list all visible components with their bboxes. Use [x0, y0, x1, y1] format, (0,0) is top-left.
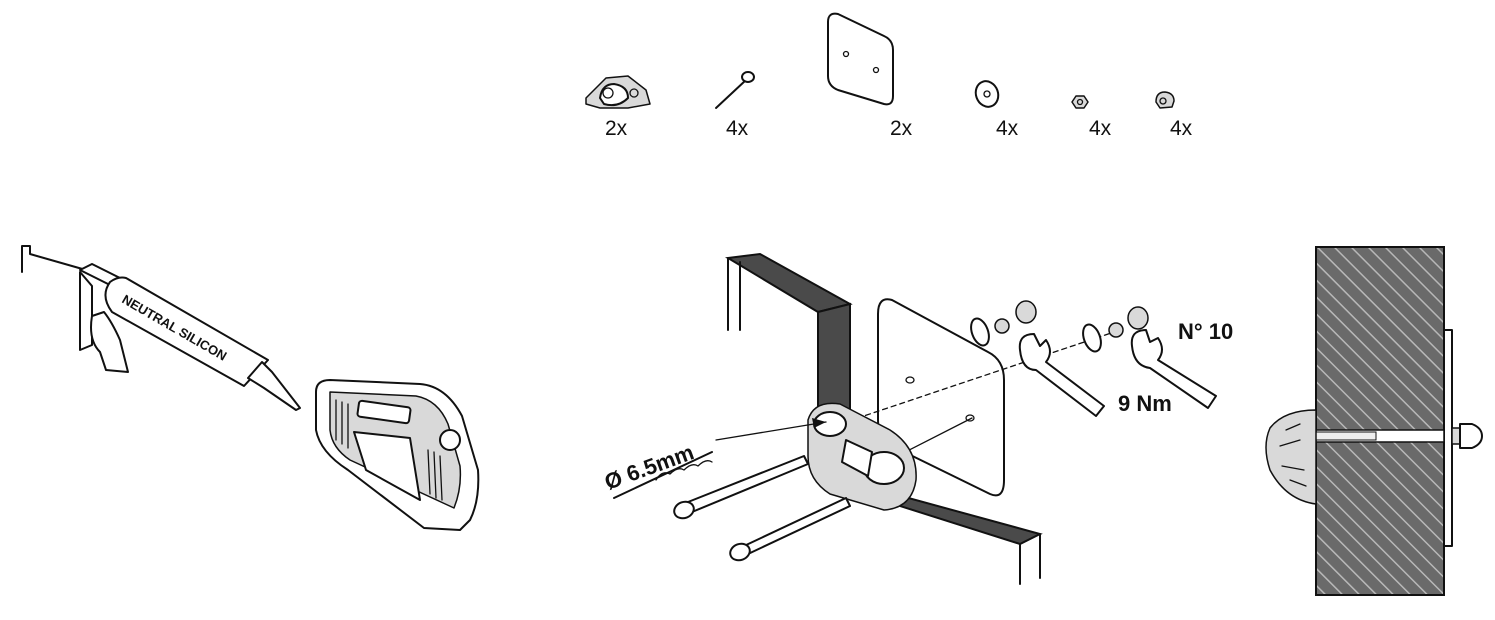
bracket-icon	[585, 75, 651, 109]
parts-list: 2x 4x 2x 4x 4x 4x	[585, 12, 1193, 140]
nut-icon	[1071, 95, 1089, 109]
wrench-icon	[1018, 329, 1217, 417]
cap-nut-icon	[1155, 91, 1175, 109]
bracket-section	[1265, 409, 1317, 505]
washer-icon	[974, 80, 1000, 108]
bolt-quantity: 4x	[726, 117, 749, 140]
fastener-stack	[970, 300, 1149, 353]
step-cross-section	[1265, 246, 1483, 596]
bolt-icon	[715, 71, 755, 109]
backing-plate-large	[877, 298, 1005, 497]
backing-plate-icon	[827, 12, 894, 106]
panel-cross-section	[1315, 246, 1445, 596]
drill-bit-icon	[613, 418, 827, 499]
bracket-with-silicone	[315, 379, 480, 531]
step-silicone-application: NEUTRAL SILICON	[21, 245, 480, 531]
nut-quantity: 4x	[1089, 117, 1112, 140]
bracket-quantity: 2x	[605, 117, 628, 140]
plate-quantity: 2x	[890, 117, 913, 140]
step-mounting: Ø 6.5mm N° 10 9 Nm	[601, 252, 1233, 585]
torque-label: 9 Nm	[1118, 391, 1172, 416]
bracket-mounted	[807, 402, 917, 511]
bolt-icon	[673, 455, 851, 562]
panel-profile	[725, 252, 1043, 585]
cap-nut-quantity: 4x	[1170, 117, 1193, 140]
wrench-size-label: N° 10	[1178, 319, 1233, 344]
cap-nut-icon	[1451, 423, 1483, 449]
drill-diameter-label: Ø 6.5mm	[601, 439, 697, 494]
washer-quantity: 4x	[996, 117, 1019, 140]
silicone-gun-icon: NEUTRAL SILICON	[21, 245, 301, 411]
